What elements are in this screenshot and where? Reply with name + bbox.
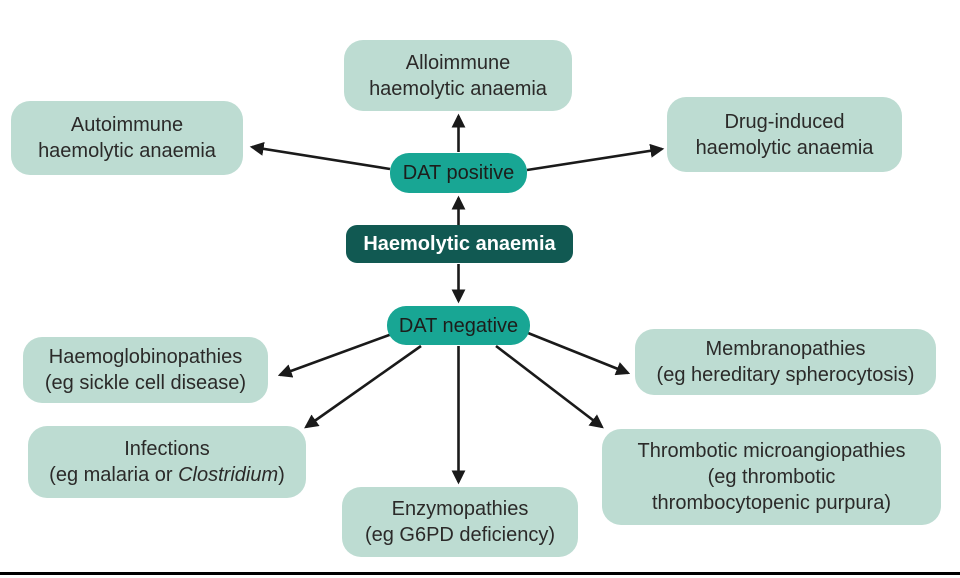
- node-label: (eg malaria or Clostridium): [49, 462, 285, 488]
- node-dat-negative: DAT negative: [387, 306, 530, 345]
- node-label-part: (eg malaria or: [49, 464, 179, 486]
- node-label: Autoimmune: [70, 114, 184, 136]
- node-haemolytic-anaemia: Haemolytic anaemia: [346, 225, 573, 263]
- node-label: DAT positive: [402, 162, 515, 184]
- node-label: thrombocytopenic purpura): [651, 492, 891, 514]
- node-dat-positive: DAT positive: [390, 153, 527, 193]
- edge-datpositive-autoimmune: [249, 141, 391, 171]
- node-haemoglobinopathies: Haemoglobinopathies (eg sickle cell dise…: [23, 337, 268, 403]
- node-alloimmune-haemolytic-anaemia: Alloimmune haemolytic anaemia: [344, 40, 572, 111]
- node-label: (eg hereditary spherocytosis): [656, 364, 915, 386]
- node-infections: Infections (eg malaria or Clostridium): [28, 426, 306, 498]
- edge-datnegative-haemoglobinopathies: [277, 332, 393, 378]
- edge-datnegative-membranopathies: [527, 331, 631, 376]
- edge-datnegative-thrombotic: [495, 344, 604, 429]
- node-thrombotic-microangiopathies: Thrombotic microangiopathies (eg thrombo…: [602, 429, 941, 525]
- node-label: (eg G6PD deficiency): [364, 524, 556, 546]
- node-label: Haemolytic anaemia: [363, 233, 556, 255]
- node-label: DAT negative: [398, 314, 519, 337]
- edge-datnegative-infections: [304, 344, 422, 429]
- node-autoimmune-haemolytic-anaemia: Autoimmune haemolytic anaemia: [11, 101, 243, 175]
- node-label: Drug-induced: [724, 110, 845, 133]
- node-drug-induced-haemolytic-anaemia: Drug-induced haemolytic anaemia: [667, 97, 902, 172]
- node-label: Membranopathies: [705, 338, 866, 360]
- node-label: Haemoglobinopathies: [48, 346, 243, 368]
- node-label: Infections: [124, 438, 210, 460]
- node-label: Thrombotic microangiopathies: [637, 440, 906, 462]
- node-label-part: ): [278, 464, 285, 486]
- node-label: haemolytic anaemia: [38, 140, 216, 162]
- node-enzymopathies: Enzymopathies (eg G6PD deficiency): [342, 487, 578, 557]
- figure-bottom-rule: [0, 572, 960, 575]
- node-label-italic: Clostridium: [178, 464, 279, 486]
- node-membranopathies: Membranopathies (eg hereditary spherocyt…: [635, 329, 936, 395]
- node-label: (eg thrombotic: [707, 466, 836, 488]
- edge-datpositive-druginduced: [526, 143, 665, 172]
- node-label: haemolytic anaemia: [695, 136, 874, 159]
- node-label: (eg sickle cell disease): [44, 372, 247, 394]
- node-label: Enzymopathies: [391, 498, 529, 520]
- node-label: Alloimmune: [405, 51, 511, 74]
- node-label: haemolytic anaemia: [369, 77, 547, 100]
